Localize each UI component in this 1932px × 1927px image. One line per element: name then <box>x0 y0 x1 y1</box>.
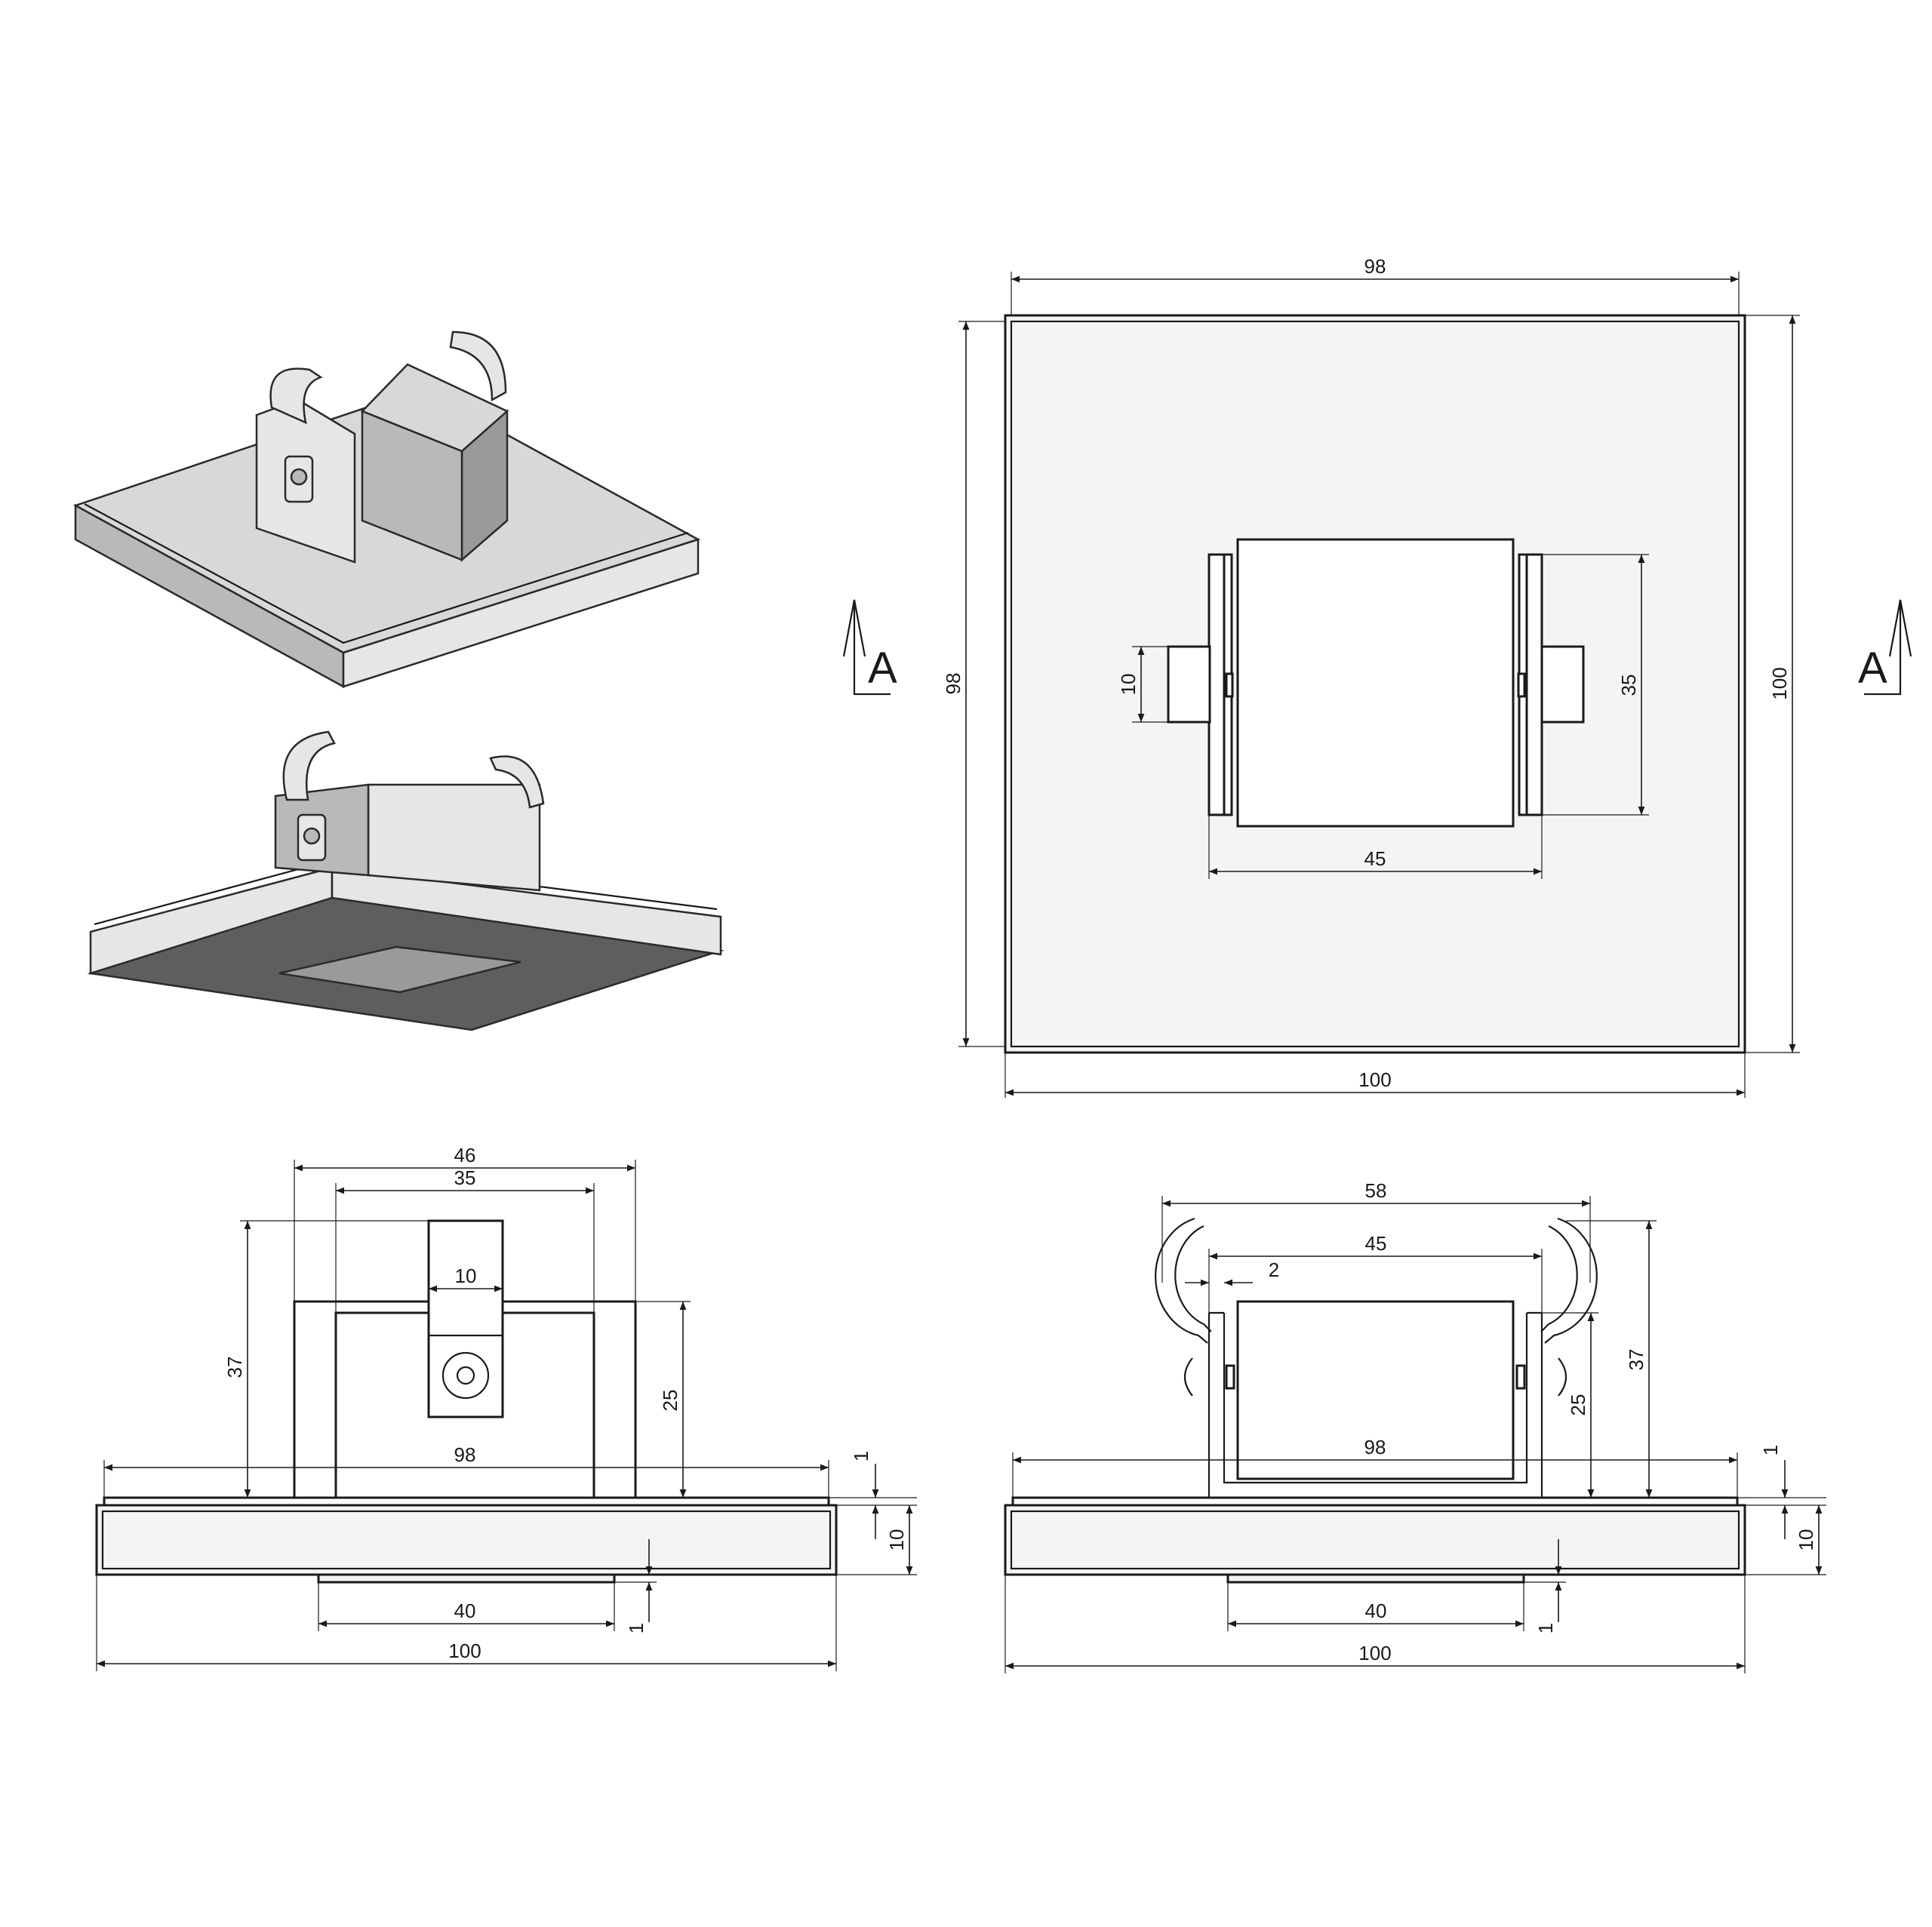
dim-front-clip-width: 10 <box>455 1265 477 1287</box>
dim-top-width-outer: 100 <box>1358 1068 1391 1091</box>
dim-front-bottom-lip: 1 <box>625 1623 648 1633</box>
dim-top-bracket-span: 45 <box>1364 847 1386 870</box>
dim-front-plate-inner: 98 <box>454 1443 476 1466</box>
dim-front-overall-height: 37 <box>223 1357 246 1378</box>
dim-top-width-inner: 98 <box>1364 255 1386 278</box>
dim-side-bracket-span: 45 <box>1365 1232 1387 1255</box>
top-view: 98 100 98 100 45 35 10 A <box>842 255 1912 1098</box>
dim-front-bracket-outer: 46 <box>454 1144 476 1166</box>
front-view: 46 35 10 37 25 98 100 40 <box>95 1144 917 1671</box>
dim-front-plate-outer: 100 <box>448 1640 481 1662</box>
dim-side-overall-height: 37 <box>1625 1349 1647 1371</box>
section-marker-right: A <box>1858 644 1887 693</box>
dim-front-bracket-height: 25 <box>659 1390 681 1412</box>
dim-side-bottom-lip: 1 <box>1534 1623 1557 1633</box>
isometric-view-top <box>72 330 701 689</box>
dim-top-bracket-height: 35 <box>1617 675 1640 696</box>
dim-front-bracket-inner: 35 <box>454 1166 476 1189</box>
dim-side-clip-span: 58 <box>1365 1179 1387 1202</box>
dim-side-plate-inner: 98 <box>1364 1436 1386 1458</box>
dim-side-plate-thickness: 10 <box>1795 1529 1817 1551</box>
dim-top-height-inner: 98 <box>942 673 964 695</box>
dim-top-clip-width: 10 <box>1117 674 1140 696</box>
side-view: 58 45 2 37 25 98 100 40 <box>1004 1179 1826 1673</box>
section-marker-left: A <box>868 644 897 693</box>
isometric-view-bottom <box>87 730 724 1031</box>
dim-side-recess: 40 <box>1365 1600 1387 1622</box>
dim-front-plate-thickness: 10 <box>885 1529 908 1551</box>
dim-front-recess: 40 <box>454 1600 476 1622</box>
dim-side-bracket-height: 25 <box>1567 1394 1589 1416</box>
dim-top-height-outer: 100 <box>1768 667 1791 699</box>
dim-side-top-lip: 1 <box>1759 1445 1782 1455</box>
dim-side-wall-thickness: 2 <box>1269 1259 1279 1281</box>
dim-front-top-lip: 1 <box>850 1451 872 1461</box>
dim-side-plate-outer: 100 <box>1358 1642 1391 1664</box>
